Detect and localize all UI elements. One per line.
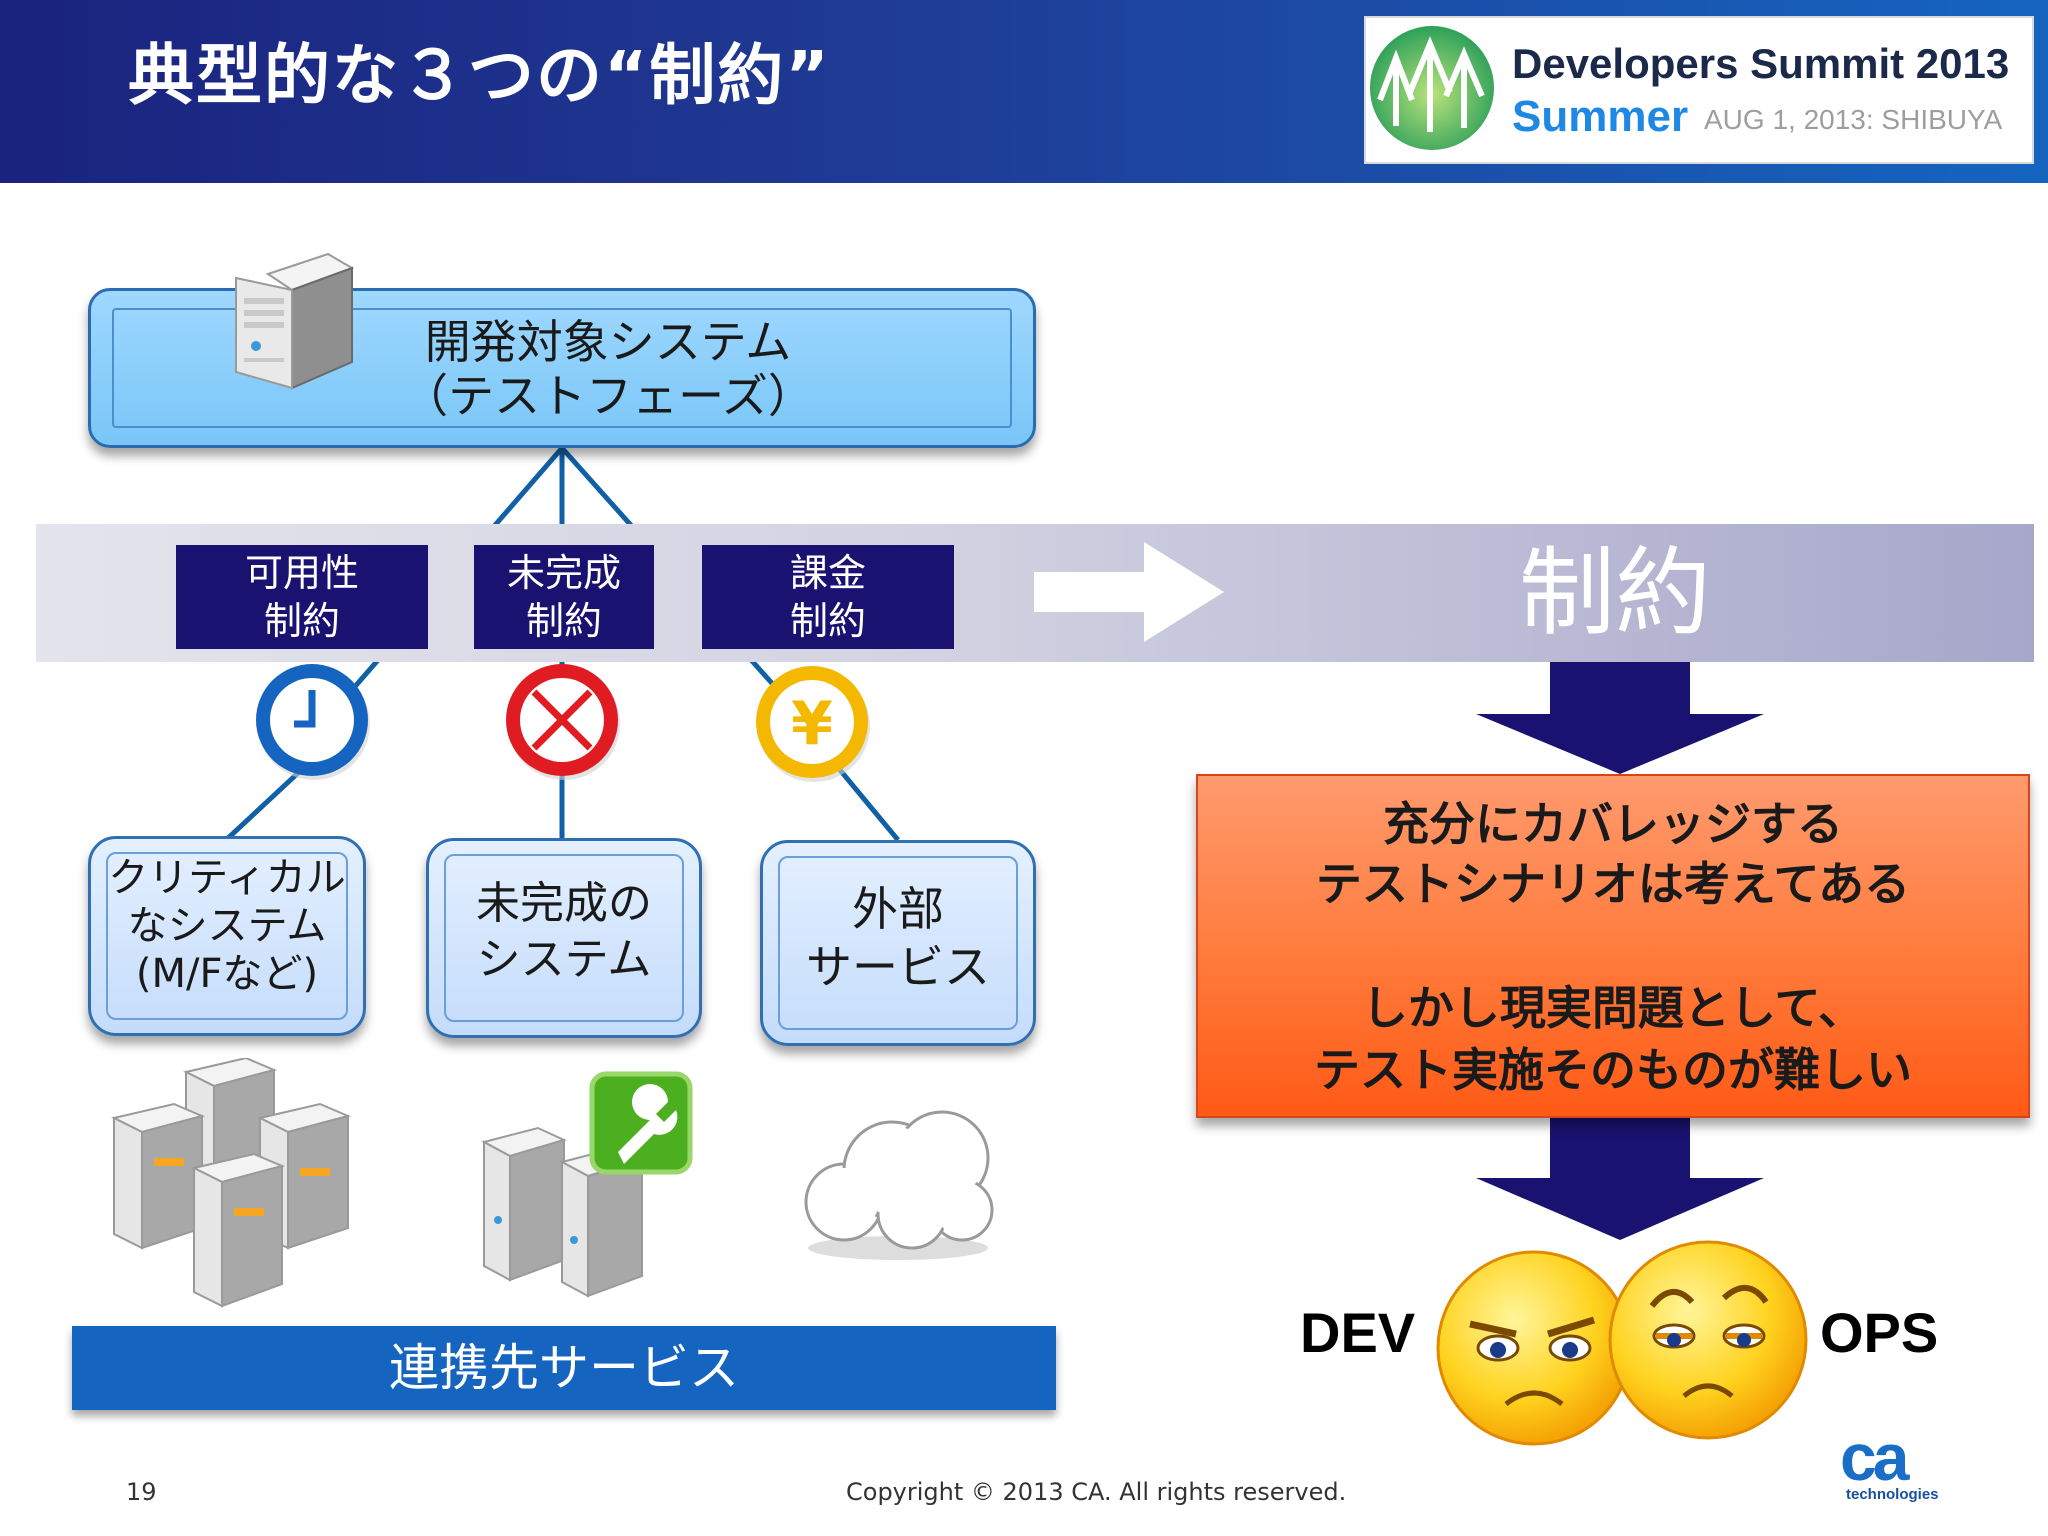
constraint-heading: 制約 [1519,537,1711,649]
logo-event-name: Developers Summit 2013 [1512,40,2010,87]
logo-date: AUG 1, 2013: SHIBUYA [1704,104,2003,135]
issue-text-external-service: 外部サービス [806,882,990,994]
result-line-4: テスト実施そのものが難しい [1314,1043,1912,1097]
x-mark-icon [506,664,620,780]
issue-box-unfinished-system [426,838,702,1038]
ca-logo-icon: ca [1840,1424,1915,1490]
result-line-1: 充分にカバレッジする [1383,797,1843,851]
server-icon [235,252,355,390]
constraint-label-availability: 可用性制約 [176,545,428,649]
ca-logo-text: technologies [1846,1486,1939,1503]
result-line-3: しかし現実問題として、 [1361,981,1865,1035]
right-arrow-icon [1034,542,1224,642]
target-system-phase: （テストフェーズ） [402,369,814,423]
issue-box-external-service [760,840,1036,1046]
issue-text-critical-system: クリティカルなシステム(M/Fなど) [108,855,346,997]
devsumi-trees-icon [1370,26,1494,150]
yen-icon: ¥ [756,666,870,782]
linked-services-bar [72,1326,1056,1410]
cloud-icon [804,1110,994,1260]
target-system-name: 開発対象システム [424,315,792,369]
svg-text:¥: ¥ [791,689,833,759]
constraint-label-billing: 課金制約 [702,545,954,649]
dev-label: DEV [1300,1301,1416,1364]
servers-with-wrench-icon [481,1071,693,1298]
page-number: 19 [126,1478,157,1506]
issue-box-inner [778,856,1018,1030]
issue-box-inner [444,854,684,1022]
constraint-label-unfinished: 未完成制約 [474,545,654,649]
linked-services-label: 連携先サービス [389,1339,739,1397]
issue-text-unfinished-system: 未完成のシステム [476,878,652,985]
slide-title: 典型的な３つの“制約” [128,37,831,114]
angry-faces-icon [1436,1240,1808,1446]
copyright-notice: Copyright © 2013 CA. All rights reserved… [846,1478,1347,1506]
down-arrow-icon [1476,1118,1764,1240]
server-cluster-icon [111,1058,352,1308]
ops-label: OPS [1820,1301,1939,1364]
down-arrow-icon [1476,662,1764,774]
target-system-inner-frame [112,308,1012,428]
result-message-box [1196,774,2030,1118]
clock-icon [256,664,370,780]
logo-season: Summer [1512,92,1689,141]
ca-logo-mark: ca [1840,1424,1911,1490]
result-line-2: テストシナリオは考えてある [1315,857,1911,911]
issue-box-inner [106,852,348,1020]
issue-box-critical-system [88,836,366,1036]
